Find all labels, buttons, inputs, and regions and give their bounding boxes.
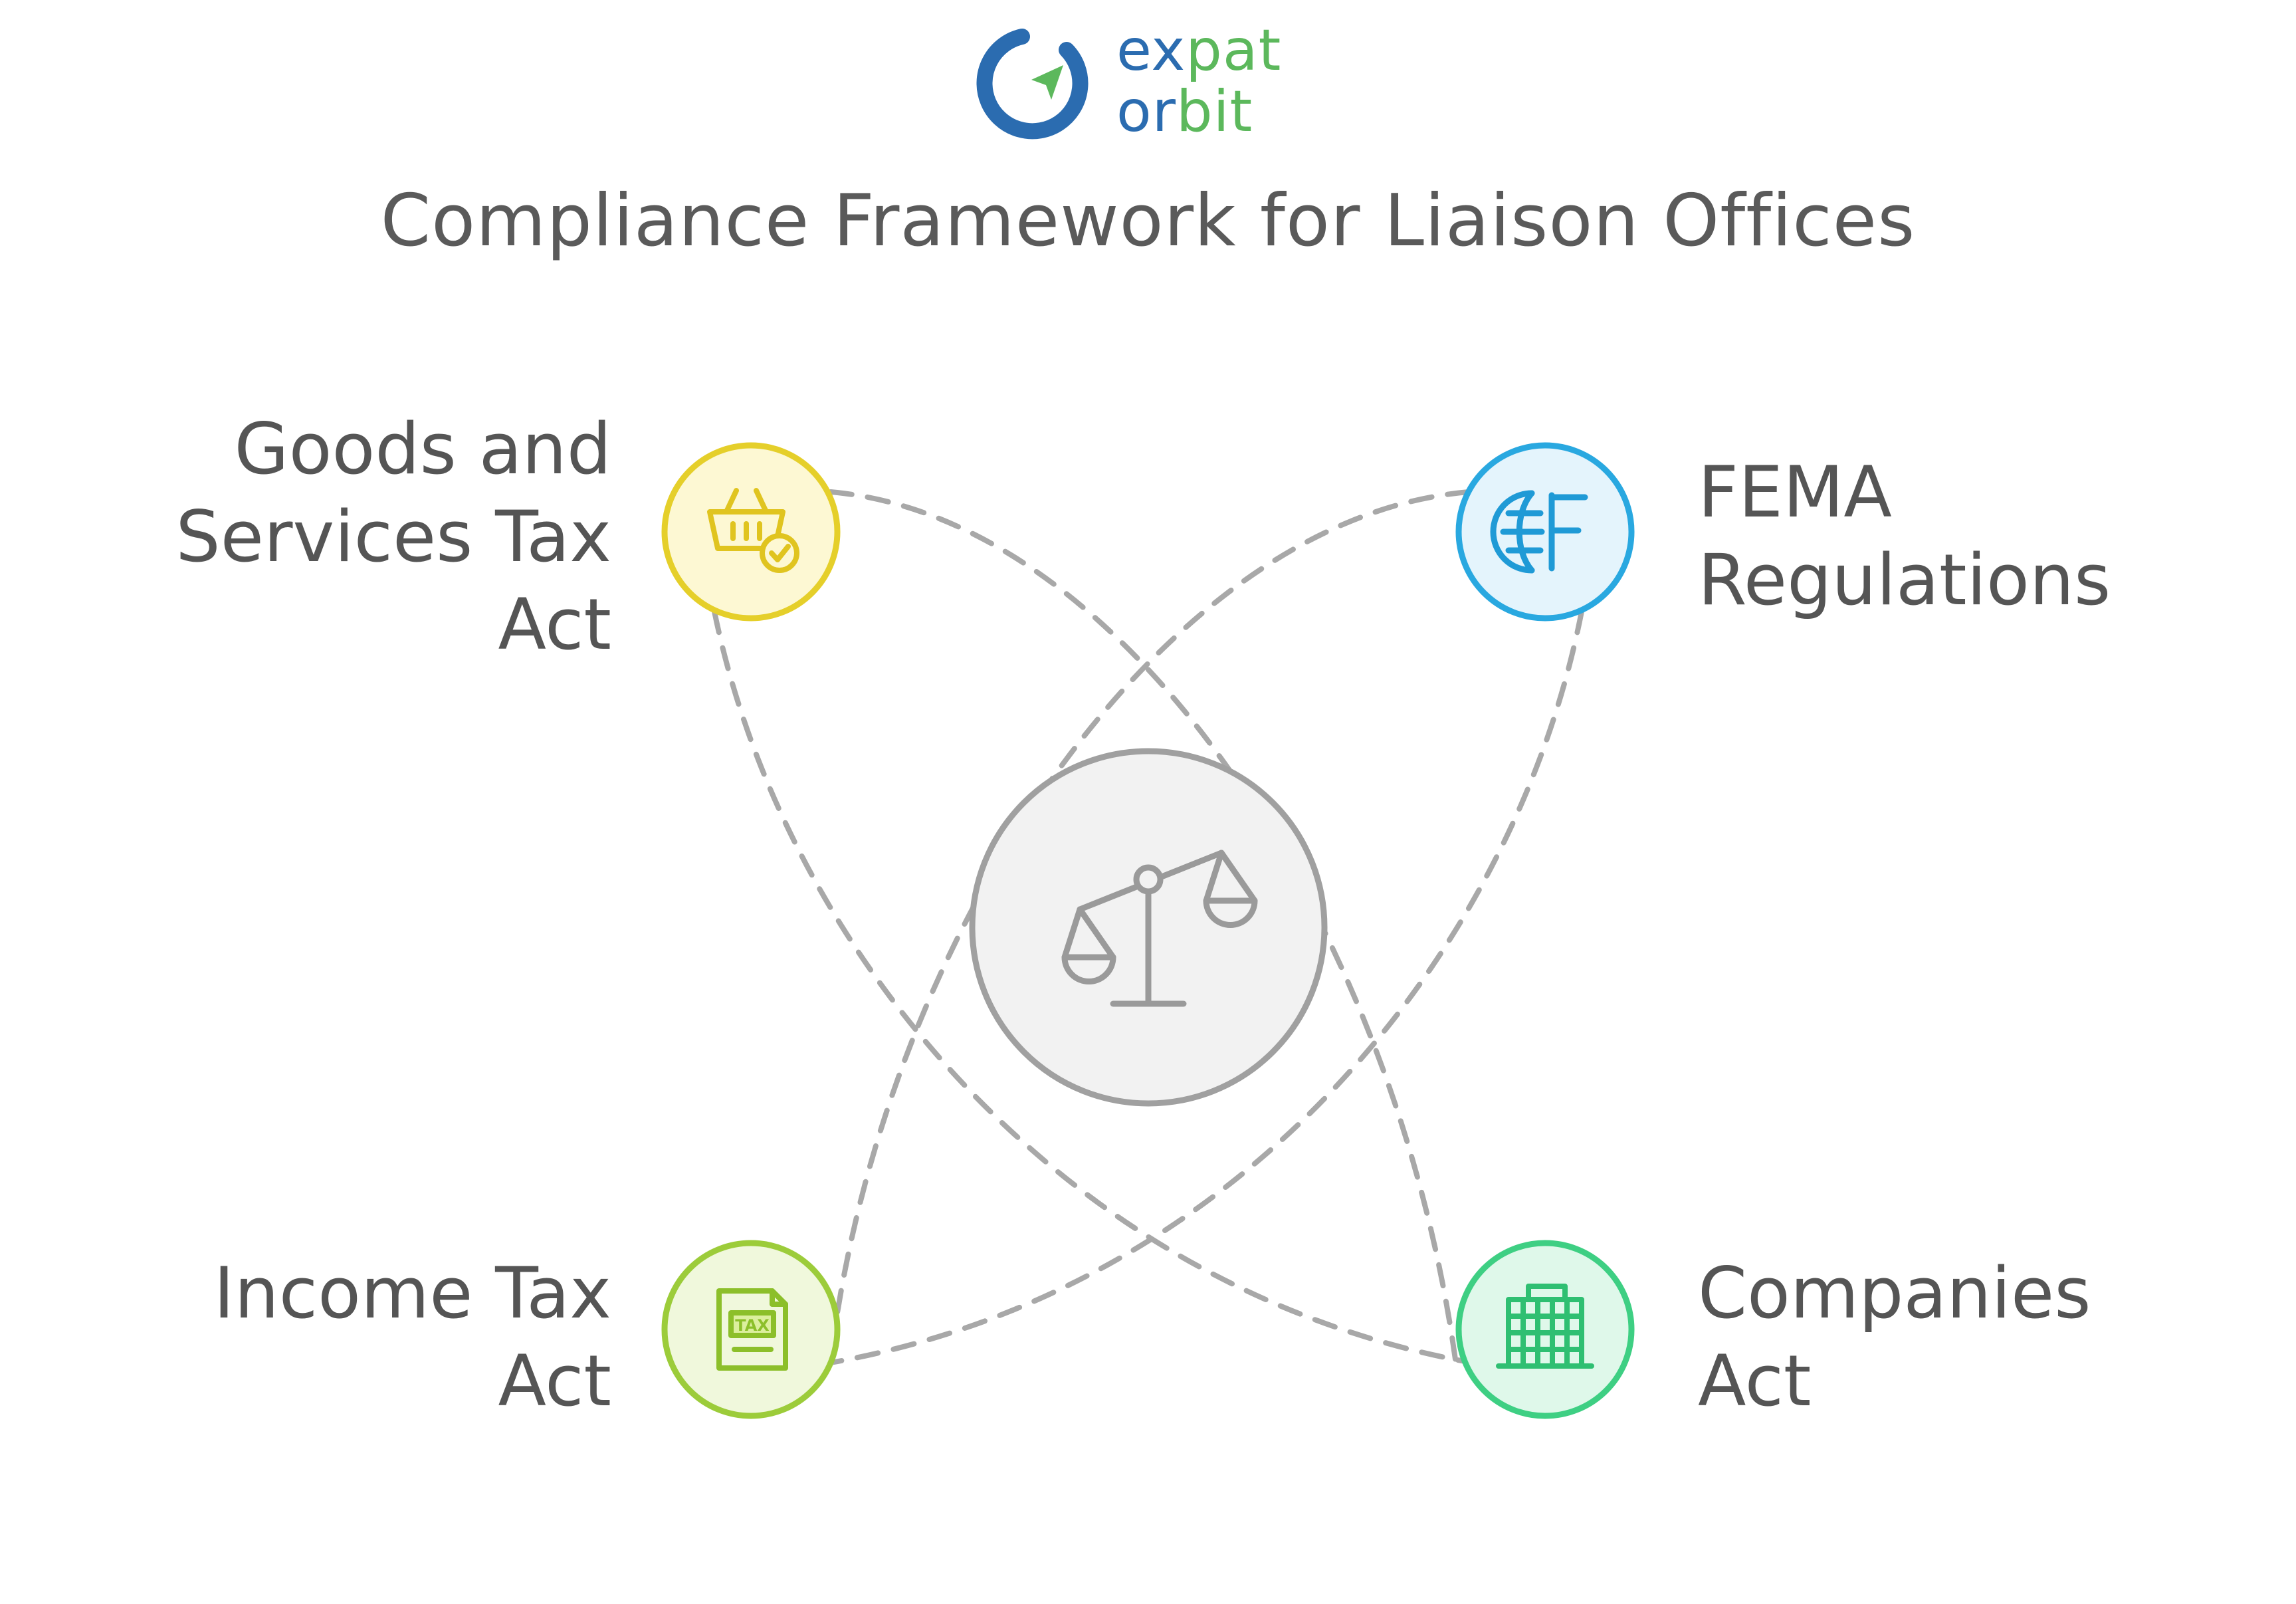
logo-text-or: or (1116, 78, 1176, 145)
label-income-line-1: Income Tax (213, 1252, 611, 1334)
label-fema-line-1: FEMA (1698, 451, 1892, 533)
node-income: TAX (661, 1240, 841, 1419)
label-income-line-2: Act (498, 1340, 612, 1422)
node-companies (1455, 1240, 1635, 1419)
node-gst (661, 442, 841, 622)
node-gst-circle (661, 442, 841, 622)
node-companies-circle (1455, 1240, 1635, 1419)
arc-gst-to-companies-lower (712, 609, 1475, 1365)
label-gst-line-1: Goods and (234, 408, 611, 490)
logo-mark (976, 29, 1089, 140)
label-gst-line-3: Act (498, 584, 612, 665)
balance-scale-icon (1061, 850, 1258, 1007)
label-companies: Companies Act (1698, 1250, 2091, 1425)
office-building-icon (1496, 1284, 1594, 1369)
label-gst-line-2: Services Tax (175, 496, 611, 578)
tax-icon-text: TAX (735, 1316, 770, 1335)
arc-fema-to-income (828, 489, 1471, 1362)
node-fema-circle (1455, 442, 1635, 622)
label-gst: Goods and Services Tax Act (175, 405, 611, 669)
node-fema (1455, 442, 1635, 622)
logo-text-ex: ex (1116, 17, 1186, 84)
tax-document-icon (716, 1288, 788, 1371)
label-fema-line-2: Regulations (1698, 539, 2111, 621)
arc-fema-to-income-lower (828, 609, 1584, 1365)
label-companies-line-1: Companies (1698, 1252, 2091, 1334)
logo-wordmark: expat orbit (1116, 20, 1281, 142)
logo-line-2: orbit (1116, 81, 1281, 142)
label-companies-line-2: Act (1698, 1340, 1812, 1422)
diagram-title: Compliance Framework for Liaison Offices (380, 179, 1916, 263)
logo-line-1: expat (1116, 20, 1281, 81)
label-fema: FEMA Regulations (1698, 449, 2111, 624)
center-hub (969, 748, 1328, 1107)
logo-text-bit: bit (1176, 78, 1253, 145)
globe-f-icon (1490, 490, 1588, 574)
label-income: Income Tax Act (213, 1250, 611, 1425)
shopping-basket-check-icon (707, 488, 799, 573)
logo-text-pat: pat (1186, 17, 1282, 84)
